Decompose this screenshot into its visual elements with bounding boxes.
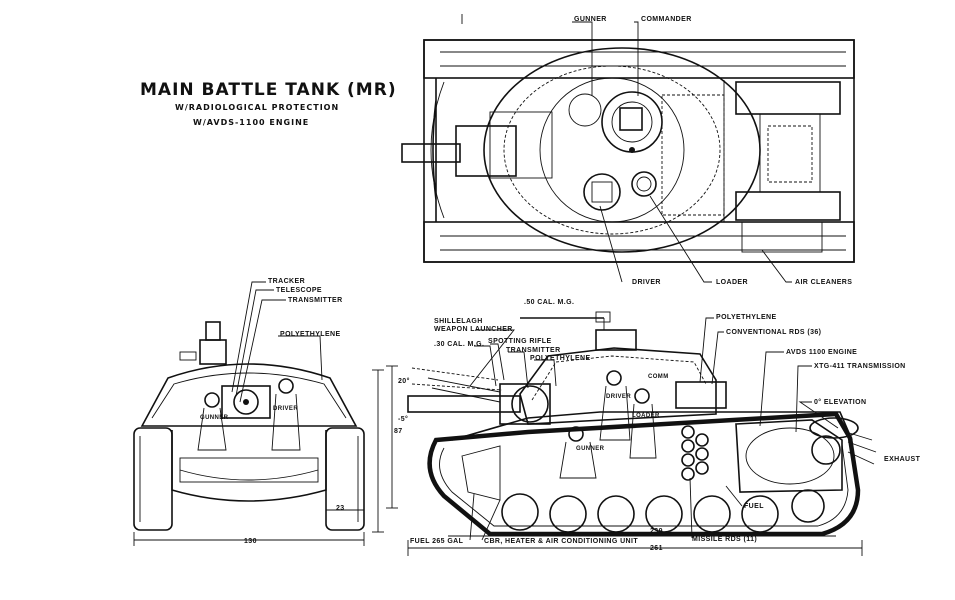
label-tracker: TRACKER <box>268 278 306 285</box>
label-transmitter-front: TRANSMITTER <box>288 297 343 304</box>
label-cbr: CBR, HEATER & AIR CONDITIONING UNIT <box>484 538 638 545</box>
label-driver-top: DRIVER <box>632 279 661 286</box>
label-elevation: 0° ELEVATION <box>814 399 867 406</box>
label-gunner-front: GUNNER <box>200 415 229 421</box>
title-main: MAIN BATTLE TANK (MR) <box>140 80 397 100</box>
top-view-leaders <box>572 21 792 283</box>
front-view-drawing <box>133 321 384 546</box>
label-transmitter-side: TRANSMITTER <box>506 347 561 354</box>
label-gunner-top: GUNNER <box>574 16 607 23</box>
label-driver-side: DRIVER <box>606 394 632 400</box>
top-view-drawing <box>401 14 855 263</box>
label-fuel: FUEL <box>744 503 764 510</box>
label-exhaust: EXHAUST <box>884 456 921 463</box>
title-line2: W/RADIOLOGICAL PROTECTION <box>175 103 340 112</box>
label-polyethylene-front: POLYETHYLENE <box>280 331 341 338</box>
label-loader-side: LOADER <box>632 413 660 419</box>
label-commander-top: COMMANDER <box>641 16 692 23</box>
label-driver-front: DRIVER <box>273 406 299 412</box>
label-30cal: .30 CAL. M.G. <box>434 341 485 348</box>
label-transmission: XTG-411 TRANSMISSION <box>814 363 906 370</box>
label-polyethylene-side-1: POLYETHYLENE <box>530 355 591 362</box>
label-missile-rds: MISSILE RDS (11) <box>692 536 758 543</box>
label-loader-top: LOADER <box>716 279 748 286</box>
label-engine: AVDS 1100 ENGINE <box>786 349 858 356</box>
label-fuel-gal: FUEL 265 GAL <box>410 538 464 545</box>
label-polyethylene-side-2: POLYETHYLENE <box>716 314 777 321</box>
dim-front-width: 130 <box>244 538 257 545</box>
label-angle-down: -5° <box>398 416 409 423</box>
label-angle-up: 20° <box>398 378 410 385</box>
side-view-drawing <box>386 311 877 556</box>
dim-side-overall-length: 261 <box>650 545 663 552</box>
label-50cal: .50 CAL. M.G. <box>524 299 575 306</box>
label-telescope: TELESCOPE <box>276 287 322 294</box>
dim-side-height: 87 <box>394 428 403 435</box>
side-view-leaders <box>469 317 839 541</box>
label-air-cleaners: AIR CLEANERS <box>795 279 853 286</box>
label-comm: COMM <box>648 374 669 380</box>
title-line3: W/AVDS-1100 ENGINE <box>193 118 310 127</box>
label-shillelagh-2: WEAPON LAUNCHER <box>434 326 513 333</box>
dim-front-track: 23 <box>336 505 345 512</box>
label-spotting-rifle: SPOTTING RIFLE <box>488 338 552 345</box>
front-view-leaders <box>231 281 323 403</box>
label-conventional-rds: CONVENTIONAL RDS (36) <box>726 329 822 336</box>
label-gunner-side: GUNNER <box>576 446 605 452</box>
label-shillelagh-1: SHILLELAGH <box>434 318 483 325</box>
dim-side-ground-length: 239 <box>650 528 663 535</box>
